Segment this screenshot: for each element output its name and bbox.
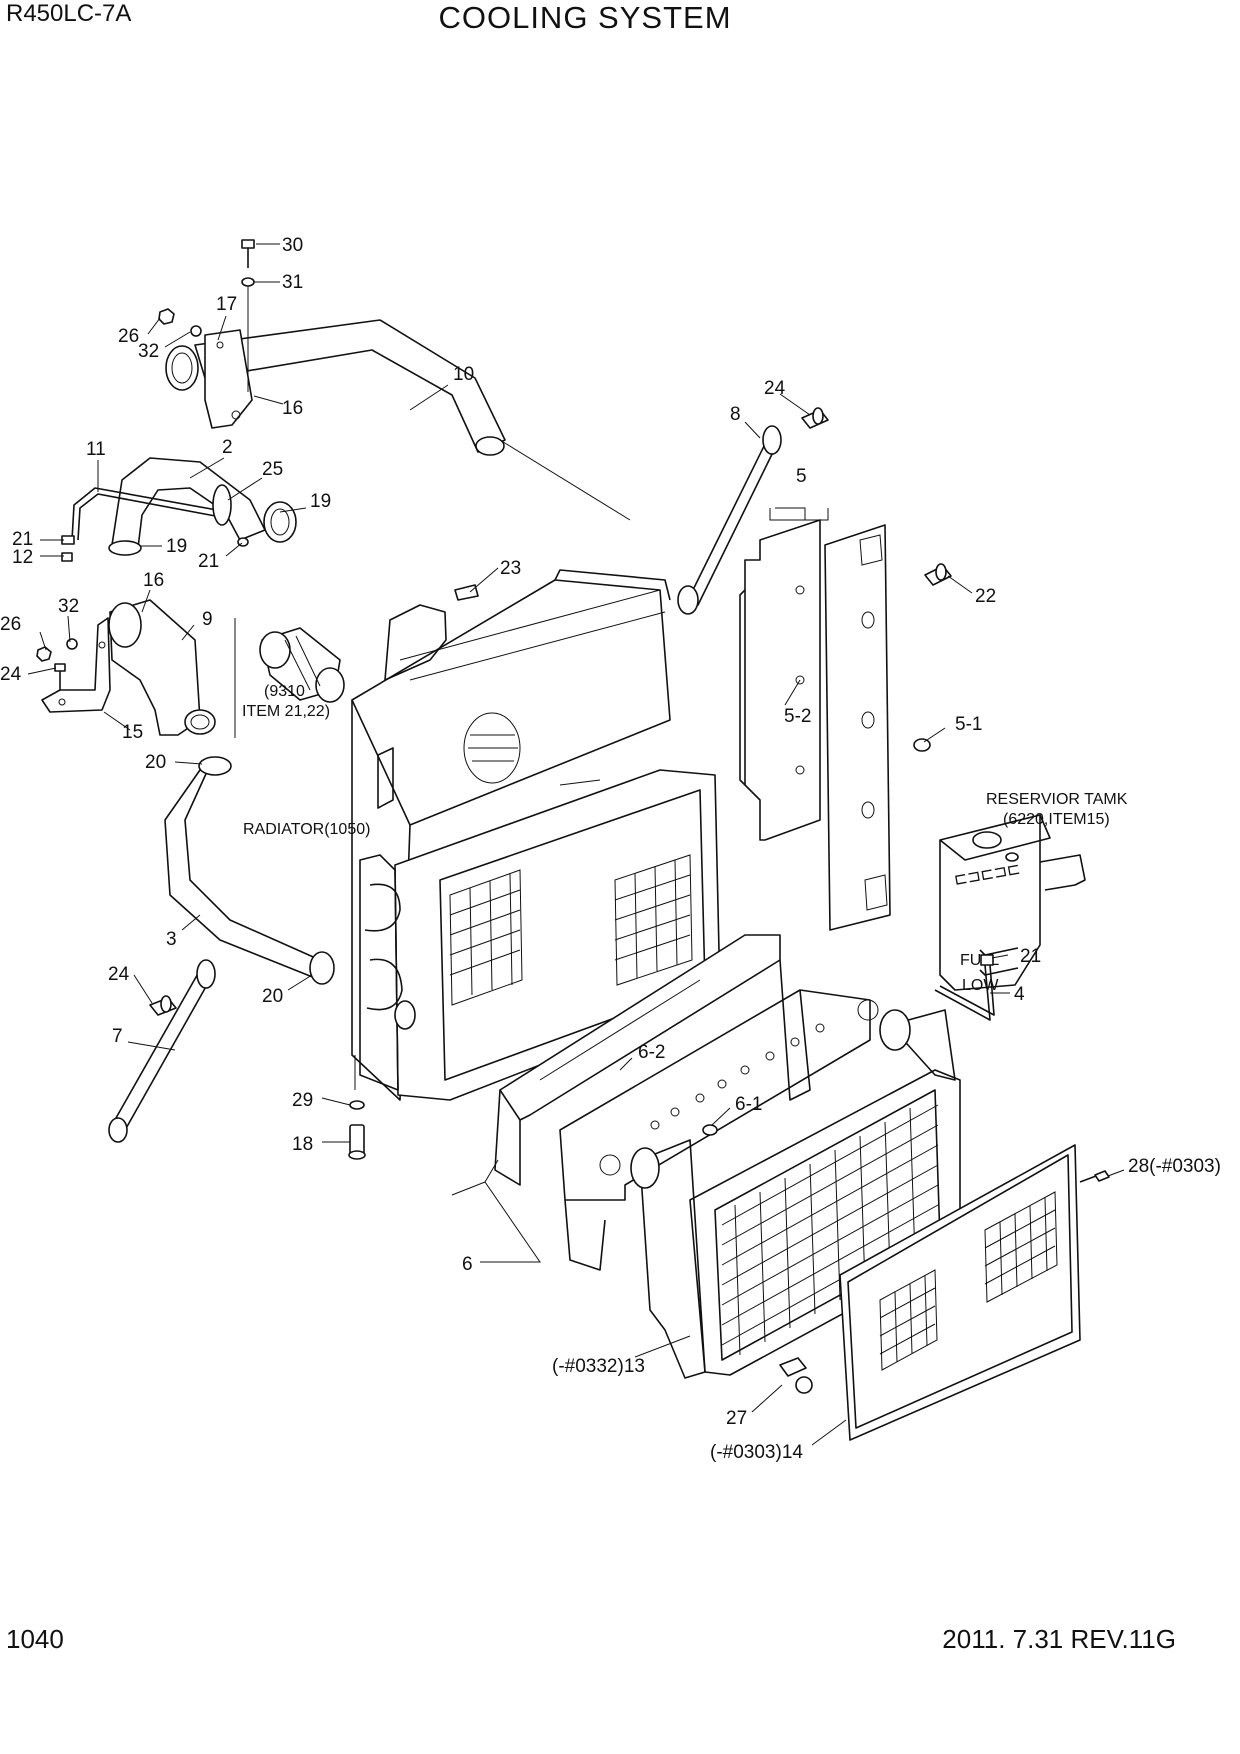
diagram-notes: (9310 ITEM 21,22) RADIATOR(1050) RESERVI… [242, 683, 1128, 838]
radiator-note: RADIATOR(1050) [243, 821, 370, 838]
tank-low-mark: LOW [962, 977, 999, 994]
callout-30: 30 [282, 235, 303, 256]
callout-7: 7 [112, 1026, 123, 1047]
nut-26-upper [158, 308, 202, 337]
bolt-24-lower [149, 995, 177, 1016]
radiator-core [359, 769, 721, 1101]
callout-26: 26 [118, 326, 139, 347]
callout-21: 21 [198, 551, 219, 572]
hose-kit-ref-line2: ITEM 21,22) [242, 703, 330, 720]
bolt-24-upper [801, 407, 829, 429]
callout-32: 32 [58, 596, 79, 617]
bolt-5-1 [913, 738, 931, 752]
callout-15: 15 [122, 722, 143, 743]
callout-27: 27 [726, 1408, 747, 1429]
callout-24: 24 [764, 378, 786, 399]
pipe-2-assembly [61, 457, 297, 562]
callout-19: 19 [310, 491, 331, 512]
callout-11: 11 [86, 439, 106, 460]
callout-6-1: 6-1 [735, 1094, 762, 1115]
hose-kit-ref-line1: (9310 [264, 683, 305, 700]
callout-22: 22 [975, 586, 996, 607]
callout-3: 3 [166, 929, 177, 950]
screen-14 [839, 1144, 1081, 1441]
callout-6-2: 6-2 [638, 1042, 665, 1063]
callout-5-2: 5-2 [784, 706, 811, 727]
seal-panel-5 [739, 519, 891, 931]
callout-5-1: 5-1 [955, 714, 982, 735]
bolt-22 [924, 563, 952, 586]
wing-bolt-28 [1079, 1170, 1110, 1183]
page-number: 1040 [6, 1624, 64, 1654]
callout-21: 21 [12, 529, 33, 550]
bolt-23 [454, 584, 479, 601]
callout-14: (-#0303)14 [710, 1442, 803, 1463]
callout-12: 12 [12, 547, 33, 568]
callout-26: 26 [0, 614, 21, 635]
brace-8 [677, 425, 782, 615]
callout-16: 16 [282, 398, 303, 419]
reservoir-note-line1: RESERVIOR TAMK [986, 791, 1128, 808]
callout-8: 8 [730, 404, 741, 425]
bolt-6-1 [702, 1124, 718, 1136]
callout-25: 25 [262, 459, 283, 480]
reservoir-note-line2: (6220,ITEM15) [1003, 811, 1110, 828]
callout-2: 2 [222, 437, 233, 458]
callout-6: 6 [462, 1254, 473, 1275]
revision-date: 2011. 7.31 REV.11G [942, 1624, 1176, 1654]
bolt-18 [348, 1124, 366, 1160]
callout-10: 10 [453, 364, 474, 385]
callout-16: 16 [143, 570, 164, 591]
callout-24: 24 [108, 964, 130, 985]
callout-29: 29 [292, 1090, 313, 1111]
callout-13: (-#0332)13 [552, 1356, 645, 1377]
callout-20: 20 [145, 752, 166, 773]
callout-18: 18 [292, 1134, 313, 1155]
callout-21: 21 [1020, 946, 1041, 967]
upper-pipe-10 [165, 319, 506, 456]
page-title: COOLING SYSTEM [438, 0, 732, 35]
callout-24: 24 [0, 664, 22, 685]
callout-labels: 30 31 17 26 32 10 16 24 8 11 2 25 19 21 … [0, 235, 1221, 1463]
hose-4 [934, 954, 995, 1021]
hose-kit-9310 [234, 618, 345, 738]
callout-31: 31 [282, 272, 303, 293]
callout-20: 20 [262, 986, 283, 1007]
washer-29 [349, 1100, 365, 1110]
callout-17: 17 [216, 294, 237, 315]
frame-6 [494, 934, 879, 1271]
callout-19: 19 [166, 536, 187, 557]
callout-9: 9 [202, 609, 213, 630]
callout-32: 32 [138, 341, 159, 362]
bolt-27 [779, 1357, 813, 1394]
pipe-9-assembly [36, 599, 216, 736]
lower-pipe-3 [164, 756, 335, 985]
bolt-30 [241, 239, 255, 268]
callout-23: 23 [500, 558, 521, 579]
brace-7 [108, 959, 216, 1143]
callout-28: 28(-#0303) [1128, 1156, 1221, 1177]
leader-lines [27, 243, 1125, 1446]
callout-4: 4 [1014, 984, 1025, 1005]
reservoir-tank: ⊏⊐⊏⊐⊏ FULL LOW [939, 814, 1086, 994]
callout-5: 5 [796, 466, 807, 487]
model-number: R450LC-7A [6, 0, 132, 27]
